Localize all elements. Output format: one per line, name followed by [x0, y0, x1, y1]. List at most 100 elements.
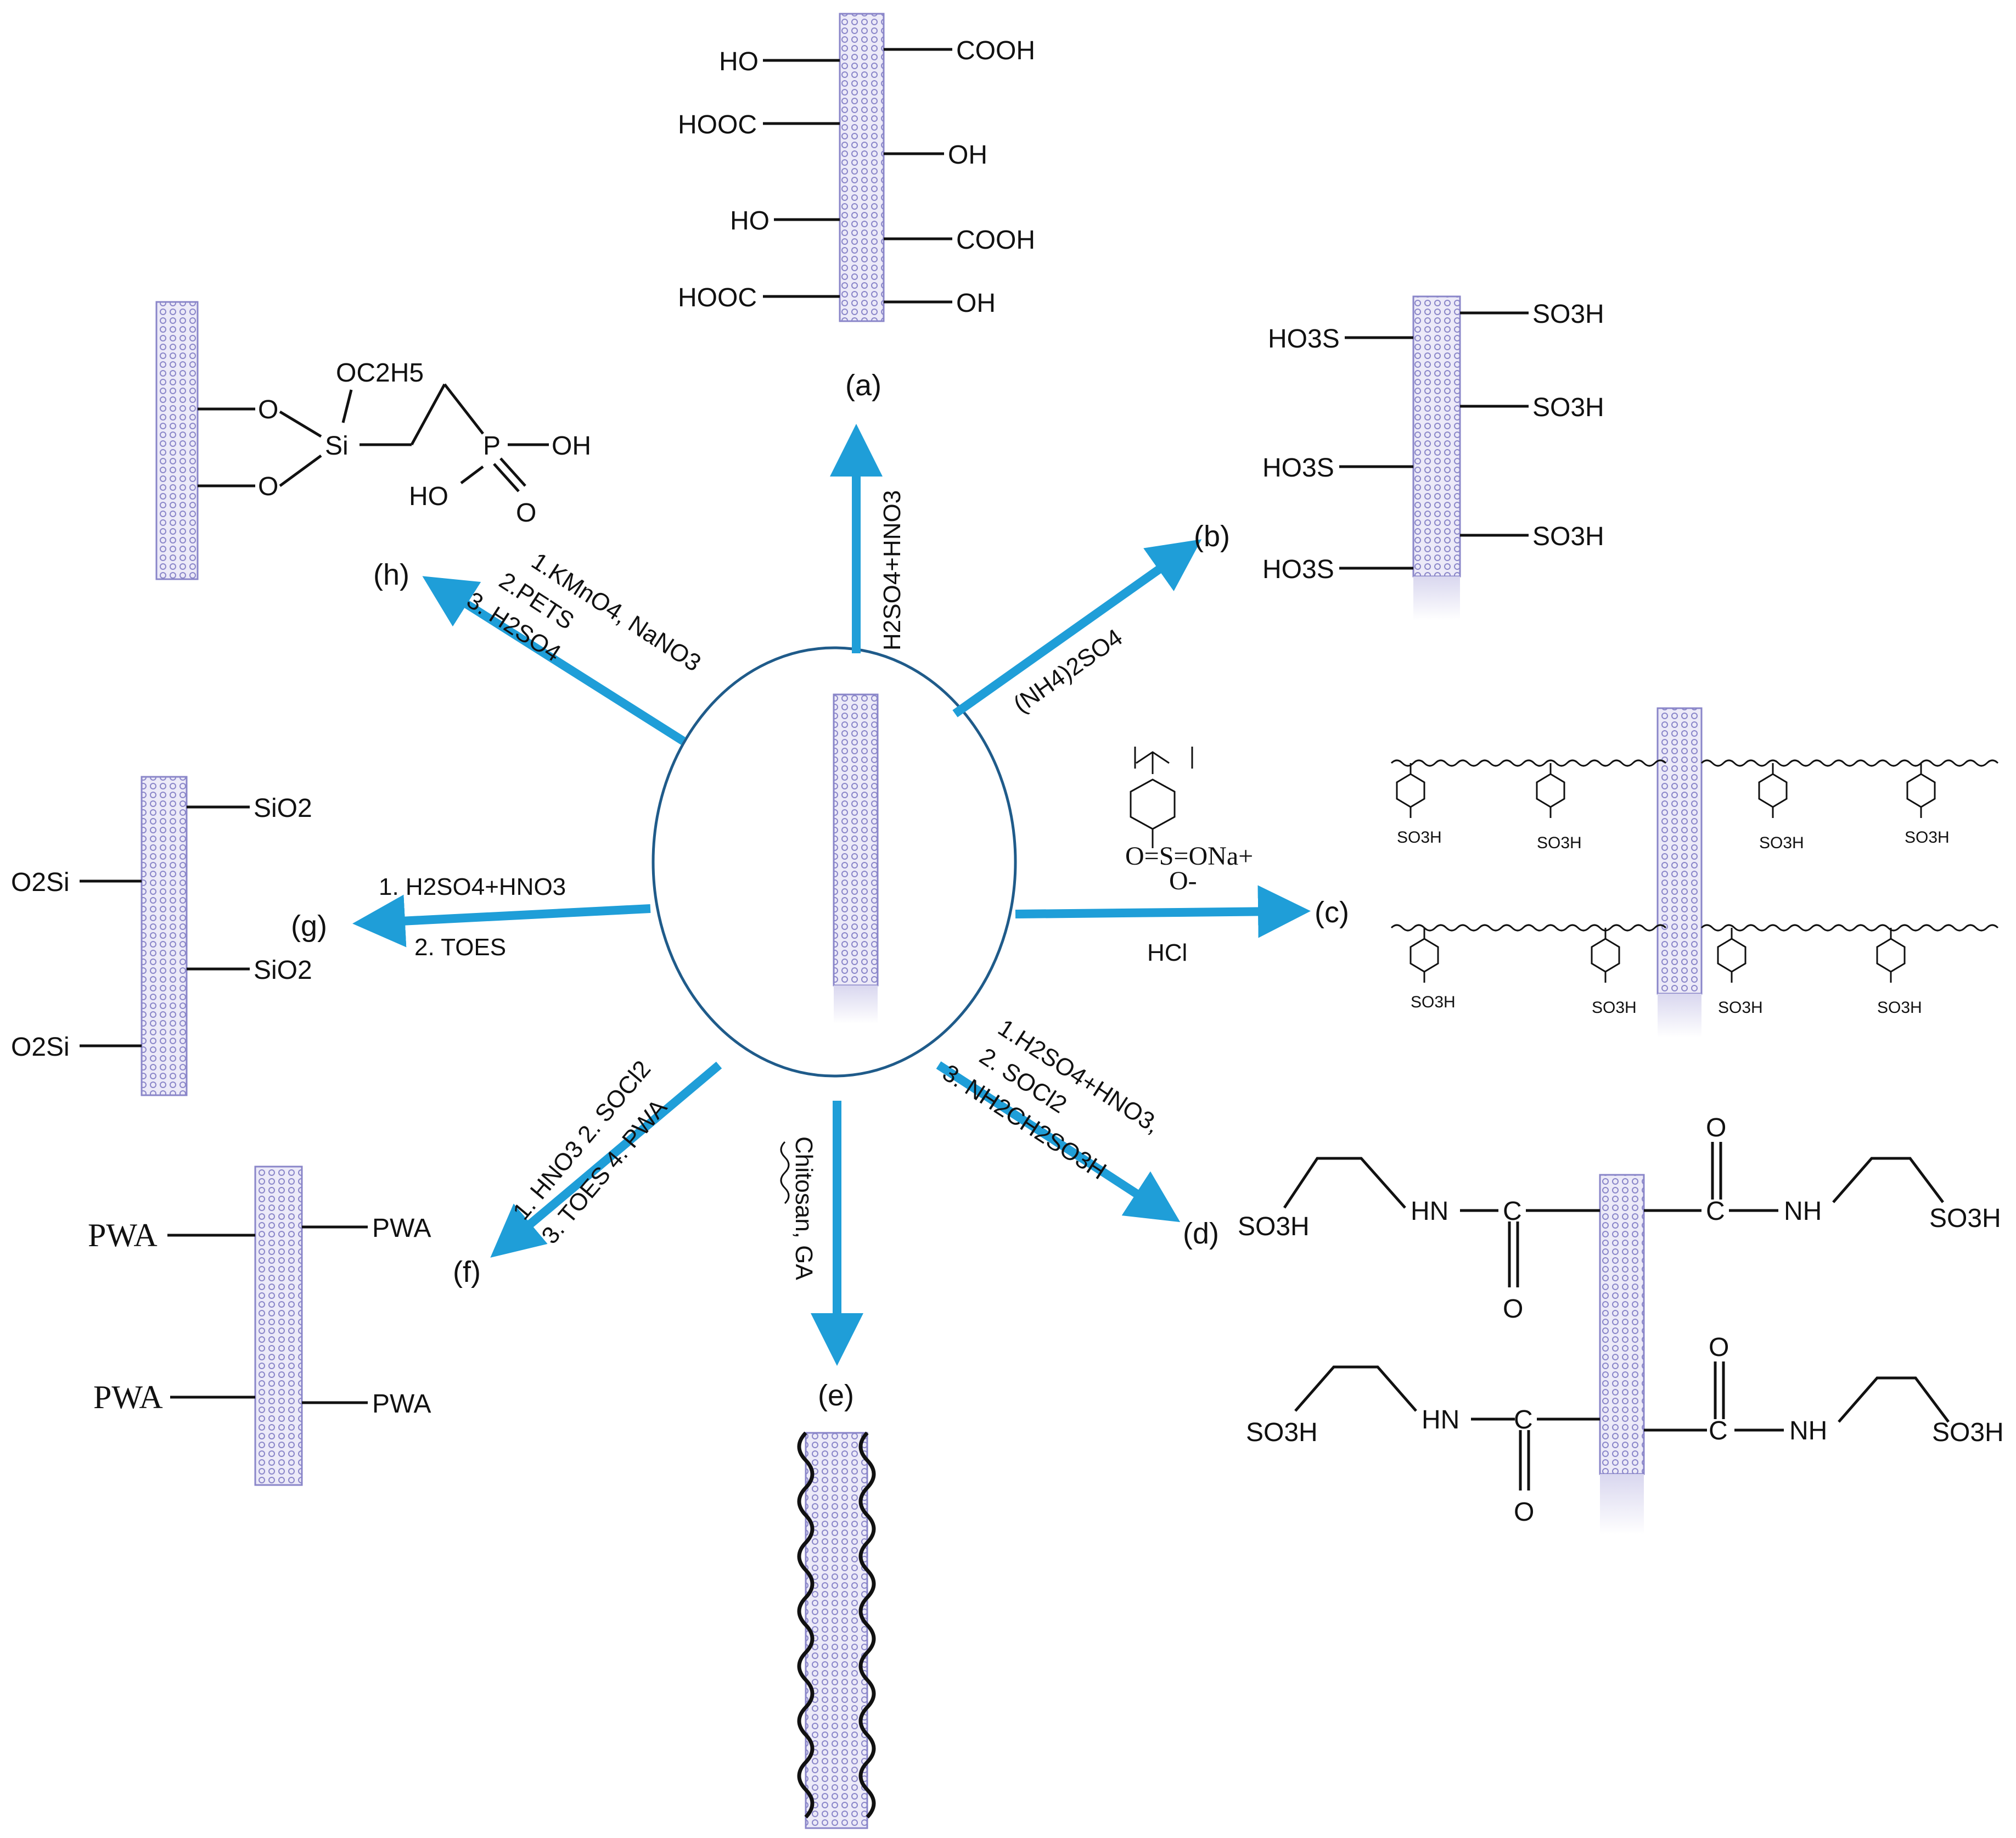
- label-c-so3h-5: SO3H: [1411, 993, 1456, 1011]
- label-a-7: HOOC: [678, 283, 757, 312]
- label-h-o-3: O: [516, 498, 536, 528]
- reaction-arrows: [352, 424, 1311, 1366]
- nanotube-h: [155, 301, 199, 580]
- center-cnt: [652, 646, 1017, 1078]
- label-g-2: O2Si: [11, 868, 70, 897]
- condition-g-step1: 1. H2SO4+HNO3: [379, 873, 566, 900]
- arrow-c: [1015, 885, 1311, 938]
- label-d-o-4: O: [1709, 1333, 1729, 1362]
- label-b-1: SO3H: [1532, 300, 1604, 329]
- label-d-c-3: C: [1514, 1405, 1533, 1434]
- label-d-o-3: O: [1514, 1498, 1534, 1527]
- label-a-4: OH: [948, 141, 987, 170]
- label-h-o-2: O: [258, 472, 278, 501]
- chitosan-wrap-left: [797, 1431, 815, 1819]
- polymer-chain-upper-right: [1700, 759, 1999, 767]
- label-c-so3h-1: SO3H: [1397, 828, 1442, 847]
- label-d-c-1: C: [1503, 1197, 1522, 1226]
- monomer-oxygen: O-: [1169, 866, 1197, 895]
- polymer-chain-lower-right: [1700, 924, 1999, 932]
- nanotube-b-reflection: [1413, 576, 1460, 620]
- label-d-so3h-2: SO3H: [1929, 1204, 2001, 1233]
- label-d-nh-1: NH: [1784, 1197, 1822, 1226]
- nanotube-c: [1656, 707, 1703, 995]
- arrow-h: [422, 576, 686, 745]
- label-h-oet: OC2H5: [336, 358, 424, 388]
- panel-label-h: (h): [373, 558, 409, 591]
- label-b-6: HO3S: [1262, 555, 1334, 584]
- nanotube-d: [1599, 1174, 1645, 1475]
- label-c-so3h-2: SO3H: [1537, 834, 1582, 852]
- label-a-5: HO: [730, 206, 770, 236]
- product-b: SO3H HO3S SO3H HO3S SO3H HO3S: [1262, 295, 1604, 620]
- chitosan-wave-icon: [780, 1141, 790, 1204]
- panel-label-e: (e): [818, 1379, 854, 1412]
- label-g-3: SiO2: [254, 956, 312, 985]
- label-a-3: HOOC: [678, 110, 757, 139]
- label-h-o-1: O: [258, 395, 278, 424]
- monomer-sulfonate: O=S=ONa+: [1125, 842, 1253, 871]
- panel-label-b: (b): [1194, 520, 1230, 553]
- panel-label-f: (f): [453, 1256, 481, 1288]
- label-g-4: O2Si: [11, 1033, 70, 1062]
- label-d-o-2: O: [1706, 1113, 1726, 1142]
- label-d-c-4: C: [1709, 1416, 1728, 1445]
- label-b-2: HO3S: [1268, 324, 1340, 354]
- panel-label-c: (c): [1315, 896, 1349, 929]
- product-c: SO3H SO3H SO3H SO3H SO3H SO3H SO3H SO3H: [1390, 707, 1999, 1038]
- label-a-6: COOH: [956, 226, 1035, 255]
- label-c-so3h-6: SO3H: [1592, 999, 1637, 1017]
- panel-label-g: (g): [291, 910, 327, 943]
- label-f-4: PWA: [372, 1389, 431, 1419]
- label-d-c-2: C: [1706, 1197, 1725, 1226]
- nanotube-g: [141, 776, 188, 1096]
- arrow-b: [952, 539, 1202, 718]
- label-f-2: PWA: [372, 1214, 431, 1243]
- label-d-hn-2: HN: [1422, 1405, 1459, 1434]
- label-d-hn-1: HN: [1411, 1197, 1448, 1226]
- label-a-8: OH: [956, 289, 996, 318]
- label-f-1: PWA: [88, 1217, 158, 1253]
- nanotube-e: [805, 1432, 868, 1829]
- label-h-oh: OH: [552, 432, 591, 461]
- label-b-5: SO3H: [1532, 522, 1604, 551]
- polymer-chain-upper-left: [1390, 759, 1667, 767]
- label-a-1: HO: [719, 47, 759, 76]
- label-h-p: P: [483, 432, 501, 461]
- polymer-chain-lower-left: [1390, 924, 1667, 932]
- panel-labels: (a) (b) (c) (d) (e) (f) (g) (h): [291, 369, 1349, 1412]
- label-h-si: Si: [325, 432, 349, 461]
- label-h-ho: HO: [409, 482, 448, 511]
- pristine-nanotube: [833, 693, 879, 987]
- nanotube-c-reflection: [1658, 994, 1701, 1038]
- nanotube-d-reflection: [1600, 1474, 1644, 1534]
- nanotube-f: [254, 1165, 303, 1486]
- label-f-3: PWA: [93, 1379, 163, 1415]
- label-b-3: SO3H: [1532, 393, 1604, 422]
- nanotube-b: [1412, 295, 1461, 578]
- arrow-g: [352, 894, 651, 948]
- panel-label-d: (d): [1183, 1217, 1219, 1250]
- benzene-ring-icon: [1130, 778, 1176, 830]
- product-e: [797, 1431, 876, 1829]
- label-a-2: COOH: [956, 36, 1035, 65]
- product-f: PWA PWA PWA PWA: [88, 1165, 431, 1486]
- arrow-f: [490, 1061, 722, 1258]
- monomer-c: O=S=ONa+ O-: [1125, 747, 1253, 895]
- nanotube-a: [839, 13, 885, 322]
- nanotube-reflection: [834, 985, 878, 1024]
- product-a: HO COOH HOOC OH HO COOH HOOC OH: [678, 13, 1035, 322]
- label-c-so3h-8: SO3H: [1877, 999, 1922, 1017]
- label-c-so3h-4: SO3H: [1905, 828, 1950, 847]
- label-c-so3h-7: SO3H: [1718, 999, 1763, 1017]
- product-d: HN C O C O NH HN C O C O NH SO3H SO3H SO…: [1238, 1113, 2004, 1534]
- condition-g-step2: 2. TOES: [414, 934, 506, 961]
- condition-c: HCl: [1147, 939, 1187, 966]
- chitosan-wrap-right: [858, 1431, 876, 1819]
- label-d-so3h-4: SO3H: [1932, 1418, 2004, 1447]
- label-c-so3h-3: SO3H: [1759, 834, 1804, 852]
- label-d-o-1: O: [1503, 1295, 1523, 1324]
- label-d-so3h-3: SO3H: [1246, 1418, 1318, 1447]
- condition-e: Chitosan, GA: [790, 1136, 817, 1280]
